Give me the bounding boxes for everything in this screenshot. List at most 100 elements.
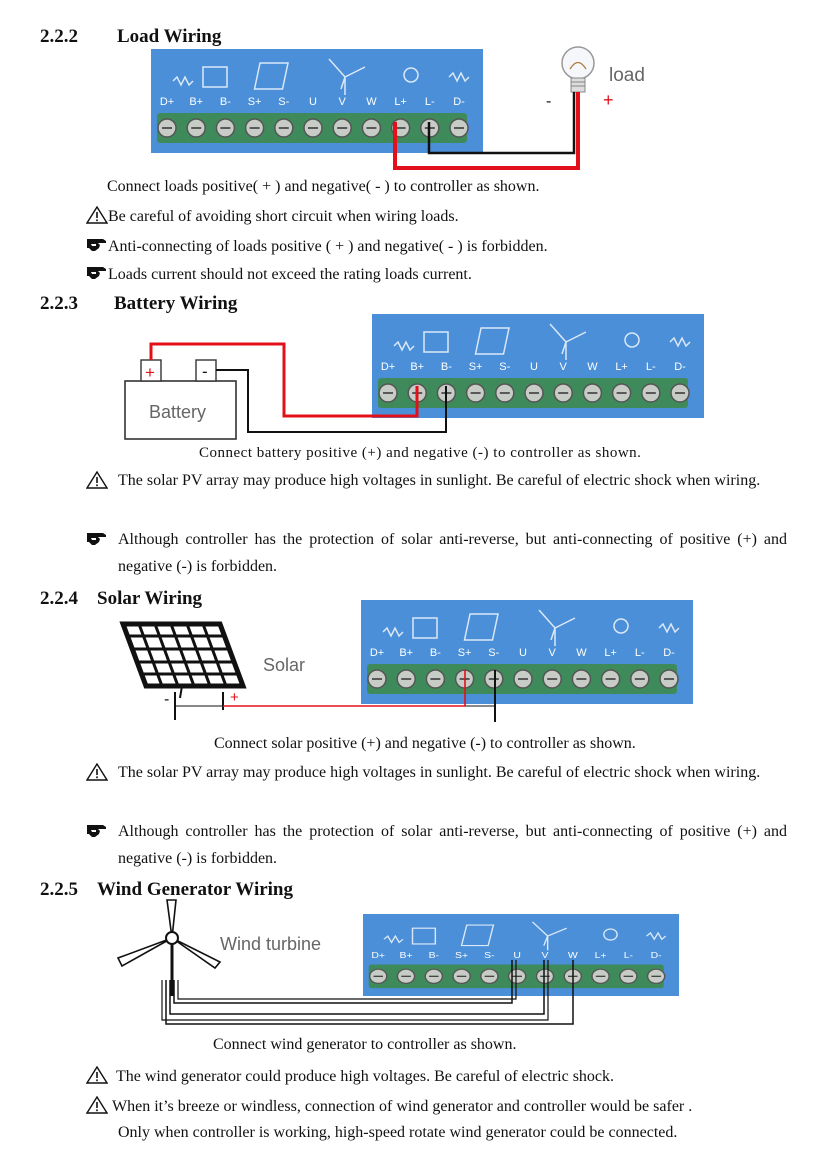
terminal-label-v: V bbox=[560, 361, 568, 373]
pointing-hand-icon bbox=[86, 264, 108, 282]
resistor-icon bbox=[646, 931, 667, 941]
terminal-label-v: V bbox=[339, 96, 347, 108]
terminal-label-w: W bbox=[366, 96, 377, 108]
panel-icons bbox=[393, 323, 691, 360]
terminal-label-d-minus: D- bbox=[651, 951, 662, 961]
terminal-label-l-minus: L- bbox=[635, 647, 645, 659]
battery-small-icon bbox=[423, 331, 449, 353]
solar-caption: Connect solar positive (+) and negative … bbox=[214, 735, 636, 752]
wind-note-1: The wind generator could produce high vo… bbox=[86, 1066, 614, 1087]
terminal-label-s-minus: S- bbox=[484, 951, 494, 961]
solar-panel-icon bbox=[119, 621, 247, 699]
resistor-icon bbox=[393, 340, 415, 352]
solar-note-2: Although controller has the protection o… bbox=[86, 818, 787, 872]
bulb-small-icon bbox=[603, 928, 618, 941]
battery-minus-sign: - bbox=[202, 362, 208, 381]
warning-icon bbox=[86, 1096, 108, 1114]
wind-turbine-label: Wind turbine bbox=[220, 934, 321, 954]
load-note-2: Anti-connecting of loads positive ( + ) … bbox=[86, 236, 548, 257]
solar-small-icon bbox=[253, 62, 289, 90]
battery-note-1: The solar PV array may produce high volt… bbox=[86, 467, 776, 494]
battery-plus-sign: + bbox=[145, 363, 155, 382]
terminal-label-l-minusplus: L+ bbox=[394, 96, 407, 108]
warning-icon bbox=[86, 1066, 108, 1084]
wind-small-icon bbox=[538, 609, 576, 646]
terminal-label-l-minus: L- bbox=[624, 951, 633, 961]
terminal-label-d-minus: D- bbox=[663, 647, 675, 659]
terminal-label-w: W bbox=[576, 647, 587, 659]
terminal-label-b-minus: B- bbox=[430, 647, 441, 659]
wind-note-2: When it’s breeze or windless, connection… bbox=[86, 1096, 692, 1117]
solar-diagram: Solar - + bbox=[119, 621, 496, 722]
pointing-hand-icon bbox=[86, 530, 108, 548]
battery-small-icon bbox=[411, 927, 437, 945]
battery-label: Battery bbox=[149, 402, 206, 422]
panel-icons bbox=[382, 609, 680, 646]
battery-caption: Connect battery positive (+) and negativ… bbox=[199, 445, 642, 461]
bulb-small-icon bbox=[613, 618, 629, 634]
solar-minus-sign: - bbox=[164, 691, 169, 708]
terminal-label-s-minus: S- bbox=[278, 96, 289, 108]
battery-note-2: Although controller has the protection o… bbox=[86, 526, 787, 580]
terminal-label-u: U bbox=[519, 647, 527, 659]
panel-icons bbox=[172, 58, 470, 95]
terminal-label-b-minus: B- bbox=[441, 361, 452, 373]
bulb-small-icon bbox=[403, 67, 419, 83]
load-note-3: Loads current should not exceed the rati… bbox=[86, 264, 472, 285]
terminal-label-u: U bbox=[513, 951, 521, 961]
panel-icons bbox=[383, 921, 667, 951]
terminal-label-b-minusplus: B+ bbox=[399, 951, 413, 961]
solar-small-icon bbox=[474, 327, 510, 355]
resistor-icon bbox=[383, 934, 404, 944]
load-caption: Connect loads positive( + ) and negative… bbox=[107, 178, 540, 195]
solar-small-icon bbox=[463, 613, 499, 641]
wind-turbine-icon bbox=[116, 899, 222, 996]
load-label: load bbox=[609, 65, 645, 86]
resistor-icon bbox=[669, 336, 691, 348]
load-diagram: load - + bbox=[393, 46, 645, 170]
wind-caption: Connect wind generator to controller as … bbox=[213, 1036, 517, 1053]
terminal-label-d-minus: D- bbox=[453, 96, 465, 108]
battery-small-icon bbox=[202, 66, 228, 88]
warning-icon bbox=[86, 471, 108, 489]
terminal-label-u: U bbox=[309, 96, 317, 108]
battery-diagram: + - Battery bbox=[124, 342, 447, 440]
terminal-label-v: V bbox=[541, 951, 549, 961]
terminal-label-v: V bbox=[549, 647, 557, 659]
terminal-label-b-minus: B- bbox=[429, 951, 439, 961]
load-minus-sign: - bbox=[546, 93, 551, 110]
terminal-label-l-minus: L- bbox=[646, 361, 656, 373]
resistor-icon bbox=[658, 622, 680, 634]
solar-plus-sign: + bbox=[230, 689, 239, 706]
pointing-hand-icon bbox=[86, 236, 108, 254]
terminal-label-d-minusplus: D+ bbox=[370, 647, 384, 659]
wind-small-icon bbox=[531, 921, 568, 951]
terminal-label-b-minusplus: B+ bbox=[410, 361, 424, 373]
battery-small-icon bbox=[412, 617, 438, 639]
wind-small-icon bbox=[549, 323, 587, 360]
terminal-label-l-minusplus: L+ bbox=[615, 361, 628, 373]
bulb-small-icon bbox=[624, 332, 640, 348]
wind-diagram: Wind turbine bbox=[116, 899, 574, 1025]
terminal-label-b-minusplus: B+ bbox=[189, 96, 203, 108]
resistor-icon bbox=[448, 71, 470, 83]
terminal-label-d-minus: D- bbox=[674, 361, 686, 373]
terminal-label-u: U bbox=[530, 361, 538, 373]
load-note-1: Be careful of avoiding short circuit whe… bbox=[86, 206, 459, 227]
terminal-label-l-minus: L- bbox=[425, 96, 435, 108]
load-plus-sign: + bbox=[603, 90, 614, 110]
terminal-label-d-minusplus: D+ bbox=[381, 361, 395, 373]
warning-icon bbox=[86, 206, 108, 224]
terminal-label-s-minusplus: S+ bbox=[458, 647, 472, 659]
pointing-hand-icon bbox=[86, 822, 108, 840]
solar-small-icon bbox=[460, 924, 495, 947]
terminal-label-s-minusplus: S+ bbox=[455, 951, 469, 961]
battery-icon bbox=[124, 359, 237, 440]
terminal-label-s-minus: S- bbox=[499, 361, 510, 373]
terminal-label-s-minus: S- bbox=[488, 647, 499, 659]
